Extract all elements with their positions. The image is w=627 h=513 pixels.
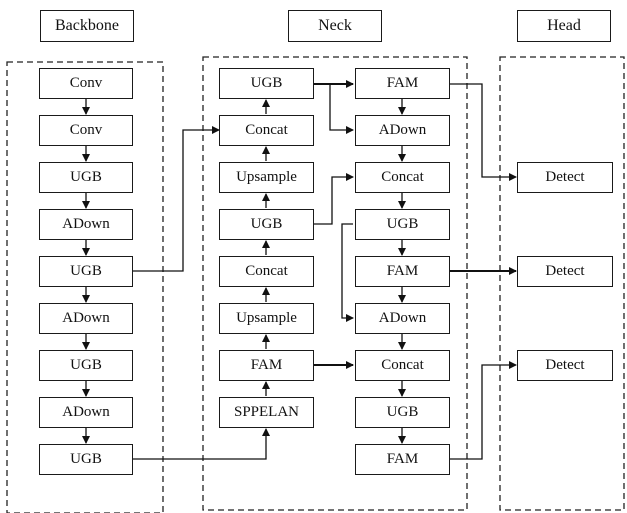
neck-right-adown-top: ADown (355, 115, 450, 146)
neck-left-upsample-top: Upsample (219, 162, 314, 193)
neck-right-ugb-top: UGB (355, 209, 450, 240)
head-detect-3: Detect (517, 350, 613, 381)
backbone-block-ugb-4: UGB (39, 444, 133, 475)
neck-left-ugb-top: UGB (219, 68, 314, 99)
neck-left-fam: FAM (219, 350, 314, 381)
neck-left-upsample-mid: Upsample (219, 303, 314, 334)
head-detect-1: Detect (517, 162, 613, 193)
neck-right-adown-mid: ADown (355, 303, 450, 334)
neck-left-sppelan: SPPELAN (219, 397, 314, 428)
neck-left-concat-mid: Concat (219, 256, 314, 287)
neck-right-fam-bottom: FAM (355, 444, 450, 475)
backbone-region (6, 61, 164, 513)
neck-right-ugb-bottom: UGB (355, 397, 450, 428)
neck-header: Neck (288, 10, 382, 42)
neck-region (202, 56, 468, 511)
neck-right-concat-bottom: Concat (355, 350, 450, 381)
backbone-block-ugb-1: UGB (39, 162, 133, 193)
backbone-header: Backbone (40, 10, 134, 42)
backbone-block-conv-2: Conv (39, 115, 133, 146)
head-header: Head (517, 10, 611, 42)
backbone-block-adown-2: ADown (39, 303, 133, 334)
neck-right-fam-top: FAM (355, 68, 450, 99)
backbone-block-ugb-3: UGB (39, 350, 133, 381)
backbone-block-adown-3: ADown (39, 397, 133, 428)
backbone-block-conv-1: Conv (39, 68, 133, 99)
head-detect-2: Detect (517, 256, 613, 287)
neck-right-fam-mid: FAM (355, 256, 450, 287)
neck-left-concat-top: Concat (219, 115, 314, 146)
backbone-block-adown-1: ADown (39, 209, 133, 240)
head-region (499, 56, 625, 511)
neck-left-ugb-mid: UGB (219, 209, 314, 240)
backbone-block-ugb-2: UGB (39, 256, 133, 287)
neck-right-concat-top: Concat (355, 162, 450, 193)
